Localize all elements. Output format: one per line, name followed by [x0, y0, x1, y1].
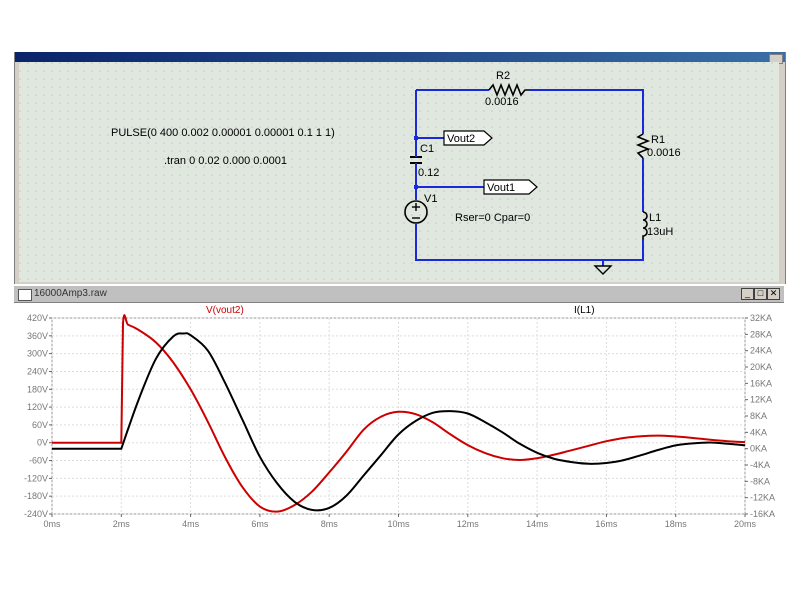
y-right-tick-label: 0KA — [750, 444, 767, 454]
x-tick-label: 4ms — [182, 519, 200, 529]
y-right-tick-label: 20KA — [750, 362, 772, 372]
schematic-window: PULSE(0 400 0.002 0.00001 0.00001 0.1 1 … — [14, 52, 786, 284]
plot-grid — [51, 317, 746, 515]
maximize-button[interactable]: □ — [754, 288, 767, 300]
waveform-chart: 420V 360V 300V 240V 180V 120V 60V 0V -60V -120V -1… — [24, 305, 775, 529]
y-left-tick-label: 60V — [32, 420, 48, 430]
y-right-tick-label: 32KA — [750, 313, 772, 323]
c1-capacitor[interactable]: C1 0.12 — [410, 143, 439, 179]
y-right-tick-label: 12KA — [750, 395, 772, 405]
v1-params: Rser=0 Cpar=0 — [455, 212, 530, 224]
x-tick-label: 10ms — [387, 519, 410, 529]
y-left-tick-label: -240V — [24, 509, 48, 519]
y-right-tick-label: 24KA — [750, 346, 772, 356]
x-tick-label: 14ms — [526, 519, 549, 529]
trace-il1 — [52, 332, 746, 512]
vout1-label: Vout1 — [487, 182, 515, 194]
x-tick-label: 8ms — [321, 519, 339, 529]
plot-area[interactable]: 420V 360V 300V 240V 180V 120V 60V 0V -60V -120V -1… — [14, 303, 784, 534]
ground-symbol — [593, 265, 613, 275]
x-tick-label: 12ms — [457, 519, 480, 529]
r2-resistor[interactable]: R2 0.0016 — [485, 70, 529, 108]
y-right-axis: 32KA 28KA 24KA 20KA 16KA 12KA 8KA 4KA 0KA -4KA -8K… — [745, 313, 775, 519]
vout1-net-label[interactable]: Vout1 — [483, 179, 538, 195]
l1-value: 13uH — [647, 226, 673, 238]
y-left-tick-label: -120V — [24, 473, 48, 483]
v1-source[interactable]: V1 Rser=0 Cpar=0 — [404, 193, 530, 226]
y-right-tick-label: 4KA — [750, 427, 767, 437]
waveform-title: 16000Amp3.raw — [34, 288, 107, 299]
waveform-titlebar[interactable]: 16000Amp3.raw _ □ ✕ — [14, 286, 784, 303]
trace-label-vout2[interactable]: V(vout2) — [206, 305, 244, 316]
x-tick-label: 20ms — [734, 519, 757, 529]
waveform-window: 16000Amp3.raw _ □ ✕ 420V 360V 300V 240V 180V… — [14, 286, 784, 534]
y-left-tick-label: 360V — [27, 331, 48, 341]
y-left-tick-label: 300V — [27, 349, 48, 359]
trace-label-il1[interactable]: I(L1) — [574, 305, 595, 316]
x-tick-label: 18ms — [665, 519, 688, 529]
l1-inductor[interactable]: L1 13uH — [642, 211, 673, 240]
y-right-tick-label: 16KA — [750, 378, 772, 388]
y-right-tick-label: -4KA — [750, 460, 770, 470]
y-left-tick-label: 180V — [27, 384, 48, 394]
y-left-tick-label: -180V — [24, 491, 48, 501]
r1-name: R1 — [651, 134, 665, 146]
x-tick-label: 2ms — [113, 519, 131, 529]
y-left-tick-label: 240V — [27, 366, 48, 376]
close-button[interactable]: ✕ — [767, 288, 780, 300]
y-right-tick-label: 8KA — [750, 411, 767, 421]
y-right-tick-label: -12KA — [750, 493, 775, 503]
y-left-axis: 420V 360V 300V 240V 180V 120V 60V 0V -60V -120V -1… — [24, 313, 52, 519]
schematic-titlebar — [15, 52, 785, 62]
x-tick-label: 0ms — [43, 519, 61, 529]
r2-name: R2 — [496, 70, 510, 82]
y-right-tick-label: 28KA — [750, 329, 772, 339]
v1-name: V1 — [424, 193, 437, 205]
r1-resistor[interactable]: R1 0.0016 — [635, 133, 681, 159]
y-left-tick-label: 120V — [27, 402, 48, 412]
waveform-icon — [18, 289, 32, 301]
x-tick-label: 6ms — [251, 519, 269, 529]
y-left-tick-label: 420V — [27, 313, 48, 323]
schematic-drawing: PULSE(0 400 0.002 0.00001 0.00001 0.1 1 … — [19, 62, 779, 282]
r1-value: 0.0016 — [647, 147, 681, 159]
vout2-label: Vout2 — [447, 133, 475, 145]
wires — [415, 89, 644, 266]
minimize-button[interactable]: _ — [741, 288, 754, 300]
l1-name: L1 — [649, 212, 661, 224]
c1-value: 0.12 — [418, 167, 439, 179]
pulse-directive[interactable]: PULSE(0 400 0.002 0.00001 0.00001 0.1 1 … — [111, 127, 335, 139]
tran-directive[interactable]: .tran 0 0.02 0.000 0.0001 — [164, 155, 287, 167]
y-right-tick-label: -8KA — [750, 476, 770, 486]
y-left-tick-label: -60V — [29, 456, 48, 466]
junction-dots — [414, 136, 418, 189]
y-right-tick-label: -16KA — [750, 509, 775, 519]
schematic-canvas[interactable]: PULSE(0 400 0.002 0.00001 0.00001 0.1 1 … — [19, 62, 779, 282]
y-left-tick-label: 0V — [37, 438, 48, 448]
trace-vout2 — [52, 314, 746, 513]
vout2-net-label[interactable]: Vout2 — [443, 130, 493, 146]
c1-name: C1 — [420, 143, 434, 155]
x-axis: 0ms 2ms 4ms 6ms 8ms 10ms 12ms 14ms 16ms 18ms 20ms — [43, 514, 757, 529]
x-tick-label: 16ms — [595, 519, 618, 529]
r2-value: 0.0016 — [485, 96, 519, 108]
traces — [52, 314, 746, 513]
